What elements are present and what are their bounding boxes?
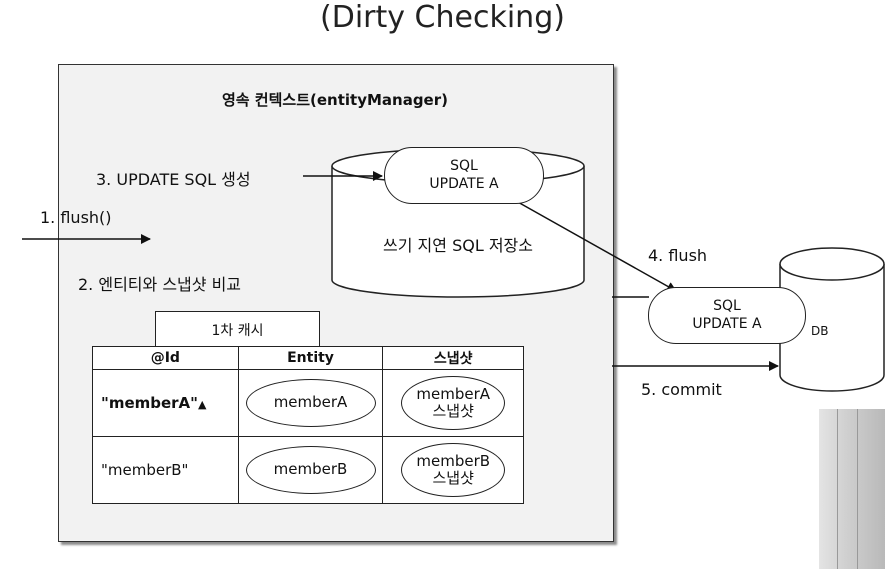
header-entity: Entity — [237, 346, 384, 370]
step4-label: 4. flush — [648, 246, 708, 265]
table-row: "memberB" memberB memberB 스냅샷 — [92, 436, 524, 504]
mouse-cursor-icon: ▲ — [197, 398, 207, 411]
db-sql-title: SQL — [713, 298, 741, 314]
snapshot-label-line1: memberA — [416, 384, 491, 403]
snapshot-cell: memberB 스냅샷 — [382, 436, 524, 504]
snapshot-label-line1: memberB — [416, 451, 491, 470]
entity-cell: memberA — [237, 369, 384, 437]
write-store-sql-body: UPDATE A — [429, 175, 499, 192]
row-id: "memberB" — [101, 461, 189, 479]
db-label: DB — [811, 324, 829, 338]
entity-label: memberB — [273, 460, 348, 479]
step5-label: 5. commit — [641, 380, 722, 399]
step2-label: 2. 엔티티와 스냅샷 비교 — [78, 275, 242, 294]
presenter-video-thumbnail — [819, 409, 885, 569]
table-row: "memberA"▲ memberA memberA 스냅샷 — [92, 369, 524, 437]
snapshot-label-line2: 스냅샷 — [432, 469, 474, 487]
header-id: @Id — [92, 346, 239, 370]
row-id: "memberA" — [101, 394, 198, 412]
db-sql-pill: SQL UPDATE A — [648, 287, 806, 344]
snapshot-label-line2: 스냅샷 — [432, 402, 474, 420]
step3-label: 3. UPDATE SQL 생성 — [96, 170, 251, 189]
write-store-label: 쓰기 지연 SQL 저장소 — [383, 236, 533, 255]
write-store-sql-title: SQL — [450, 158, 478, 174]
row-id-cell: "memberA"▲ — [92, 369, 239, 437]
snapshot-cell: memberA 스냅샷 — [382, 369, 524, 437]
header-snapshot: 스냅샷 — [382, 346, 524, 370]
entity-ellipse: memberA — [245, 379, 376, 427]
persistence-context-title: 영속 컨텍스트(entityManager) — [221, 91, 448, 109]
row-id-cell: "memberB" — [92, 436, 239, 504]
snapshot-ellipse: memberA 스냅샷 — [401, 376, 506, 430]
entity-ellipse: memberB — [245, 446, 376, 494]
step1-label: 1. flush() — [40, 208, 112, 227]
entity-label: memberA — [273, 393, 348, 412]
db-cylinder — [779, 247, 885, 392]
write-store-sql-pill: SQL UPDATE A — [384, 147, 544, 204]
cache-title-tab: 1차 캐시 — [155, 311, 320, 348]
flush-db-arrow-line — [515, 200, 677, 292]
table-header-row: @Id Entity 스냅샷 — [92, 346, 524, 370]
entity-cell: memberB — [237, 436, 384, 504]
db-sql-body: UPDATE A — [692, 315, 762, 332]
first-level-cache-table: @Id Entity 스냅샷 "memberA"▲ memberA member… — [92, 346, 524, 504]
snapshot-ellipse: memberB 스냅샷 — [401, 443, 506, 497]
page-title: (Dirty Checking) — [320, 0, 565, 35]
cache-title: 1차 캐시 — [211, 323, 264, 339]
